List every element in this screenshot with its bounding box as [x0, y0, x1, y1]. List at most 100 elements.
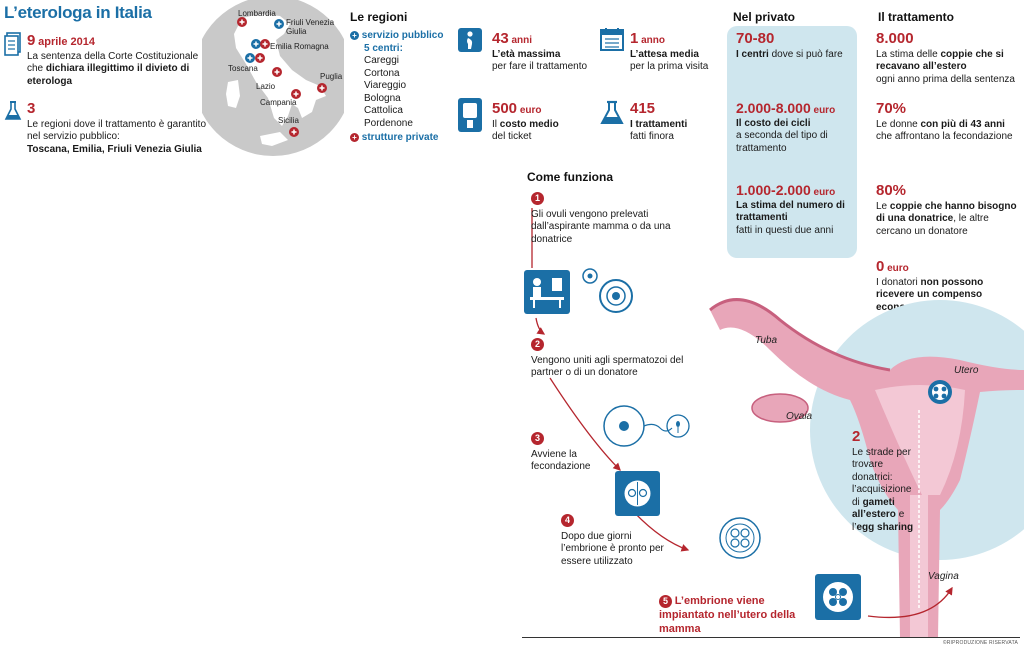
- label-tuba: Tuba: [755, 335, 778, 346]
- date-day: 9: [27, 32, 36, 49]
- footer-copyright: ©RIPRODUZIONE RISERVATA: [942, 640, 1018, 646]
- date-block: 9 aprile 2014 La sentenza della Corte Co…: [27, 32, 202, 88]
- step-4-text: Dopo due giorni l’embrione è pronto per …: [561, 530, 664, 567]
- privato-est-bold: stima del numero di trattamenti: [736, 199, 845, 224]
- regions-block: 3 Le regioni dove il trattamento è garan…: [27, 100, 217, 156]
- wait-num: 1: [630, 30, 639, 47]
- tratt-s4-unit: euro: [887, 263, 909, 274]
- map-label-friuli: Friuli Venezia Giulia: [286, 18, 335, 36]
- step-1-text: Gli ovuli vengono prelevati dall’aspiran…: [531, 208, 671, 245]
- footer-rule: [522, 637, 1020, 638]
- center-item: Cattolica: [364, 105, 403, 116]
- map-label-campania: Campania: [260, 98, 297, 107]
- tratt-s1-text: ogni anno prima della sentenza: [876, 73, 1015, 85]
- age-text: per fare il trattamento: [492, 61, 588, 73]
- step-3-text: Avviene la fecondazione: [531, 448, 591, 473]
- privato-cost: 2.000-8.000 euro Il costo dei cicli a se…: [736, 100, 854, 155]
- age-label: L’età massima: [492, 48, 561, 60]
- privato-cost-label: Il costo dei cicli: [736, 117, 811, 129]
- tratt-s2-num: 70%: [876, 100, 907, 117]
- calendar-icon: [600, 28, 624, 51]
- tratt-s2-text: che affrontano la fecondazione: [876, 131, 1013, 143]
- cost-bold: costo medio: [499, 118, 559, 130]
- tratt-s3-text: , le altre cercano un donatore: [876, 213, 989, 237]
- stat-treatments: 415 I trattamenti fatti finora: [630, 100, 730, 144]
- privato-est-unit: euro: [813, 187, 836, 198]
- tratt-s1-bold: coppie che si recavano all’estero: [876, 48, 1004, 73]
- plus-red-icon: +: [350, 133, 359, 142]
- public-label: servizio pubblico: [361, 30, 444, 41]
- treat-label: I trattamenti: [630, 118, 688, 130]
- tratt-stat-1: 8.000 La stima delle coppie che si recav…: [876, 30, 1021, 86]
- pregnant-woman-icon: [458, 28, 482, 52]
- label-vagina: Vagina: [928, 571, 959, 582]
- cost-text1: Il: [492, 118, 500, 130]
- step-5: 5 L’embrione viene impiantato nell’utero…: [659, 595, 809, 636]
- step-5-text: L’embrione viene impiantato nell’utero d…: [659, 595, 796, 635]
- strade-bold2: egg sharing: [856, 521, 914, 533]
- step-3: 3 Avviene la fecondazione: [531, 432, 611, 474]
- document-icon: [4, 32, 21, 56]
- tratt-s4-pre: I donatori: [876, 276, 921, 288]
- tratt-s3-bold: coppie che hanno bisogno di una donatric…: [876, 200, 1017, 225]
- map-label-emilia: Emilia Romagna: [270, 42, 329, 51]
- label-utero: Utero: [954, 365, 979, 376]
- come-heading: Come funziona: [527, 170, 613, 184]
- cost-num: 500: [492, 100, 518, 117]
- privato-panel: [727, 26, 857, 258]
- label-ovaia: Ovaia: [786, 411, 813, 422]
- trattamento-heading: Il trattamento: [878, 10, 955, 24]
- egg-cell-icon: [582, 268, 633, 313]
- step-4-number: 4: [561, 514, 574, 527]
- tratt-s3-num: 80%: [876, 182, 907, 199]
- centers-label: 5 centri:: [364, 42, 403, 54]
- tratt-s4-num: 0: [876, 258, 885, 275]
- age-num: 43: [492, 30, 509, 47]
- tratt-stat-3: 80% Le coppie che hanno bisogno di una d…: [876, 182, 1021, 238]
- privato-centers-num: 70-80: [736, 30, 775, 47]
- center-item: Viareggio: [364, 80, 407, 91]
- fertilization-icon: [615, 471, 660, 516]
- cost-text2: del ticket: [492, 131, 532, 143]
- wait-unit: anno: [641, 35, 666, 46]
- ticket-icon: [458, 98, 482, 132]
- sentence-bold: dichiara illegittimo il divieto di etero…: [27, 63, 190, 87]
- treat-text: fatti finora: [630, 131, 674, 143]
- strade-mid: e l’: [852, 509, 905, 533]
- center-item: Pordenone: [364, 117, 413, 129]
- step-3-number: 3: [531, 432, 544, 445]
- flask-icon: [4, 101, 22, 120]
- strade-bold1: gameti all’estero: [852, 496, 896, 521]
- map-markers: [237, 17, 327, 137]
- wait-text: per la prima visita: [630, 61, 709, 73]
- tratt-s3-pre: Le: [876, 200, 890, 212]
- strade-pre: Le strade per trovare donatrici: l’acqui…: [852, 446, 912, 508]
- step-2: 2 Vengono uniti agli spermatozoi del par…: [531, 338, 691, 380]
- treat-num: 415: [630, 100, 656, 117]
- regions-count: 3: [27, 100, 36, 117]
- uterus-illustration: [709, 298, 1024, 638]
- embryo-icon: [719, 517, 761, 559]
- privato-heading: Nel privato: [733, 10, 796, 24]
- page-title: L’eterologa in Italia: [4, 3, 152, 22]
- privato-centers-label: I centri: [736, 48, 769, 60]
- tratt-s1-pre: La stima delle: [876, 48, 941, 60]
- map-label-lombardia: Lombardia: [238, 9, 276, 18]
- step-1-number: 1: [531, 192, 544, 205]
- cost-unit: euro: [519, 105, 542, 116]
- privato-cost-text: a seconda del tipo di trattamento: [736, 130, 828, 154]
- center-item: Cortona: [364, 67, 400, 79]
- sentence-text: La sentenza della Corte Costituzionale c…: [27, 50, 199, 75]
- strade-num: 2: [852, 428, 861, 445]
- beaker-icon: [600, 100, 624, 124]
- stat-wait: 1 anno L’attesa media per la prima visit…: [630, 30, 730, 74]
- plus-blue-icon: +: [350, 31, 359, 40]
- privato-estimate: 1.000-2.000 euro La stima del numero di …: [736, 182, 854, 237]
- date-month: aprile 2014: [38, 36, 95, 48]
- stat-cost: 500 euro Il costo medio del ticket: [492, 100, 602, 144]
- tratt-s2-pre: Le donne: [876, 118, 921, 130]
- stat-age: 43 anni L’età massima per fare il tratta…: [492, 30, 602, 74]
- sperm-egg-icon: [603, 405, 690, 447]
- tratt-s1-num: 8.000: [876, 30, 914, 47]
- step-2-text: Vengono uniti agli spermatozoi del partn…: [531, 354, 684, 379]
